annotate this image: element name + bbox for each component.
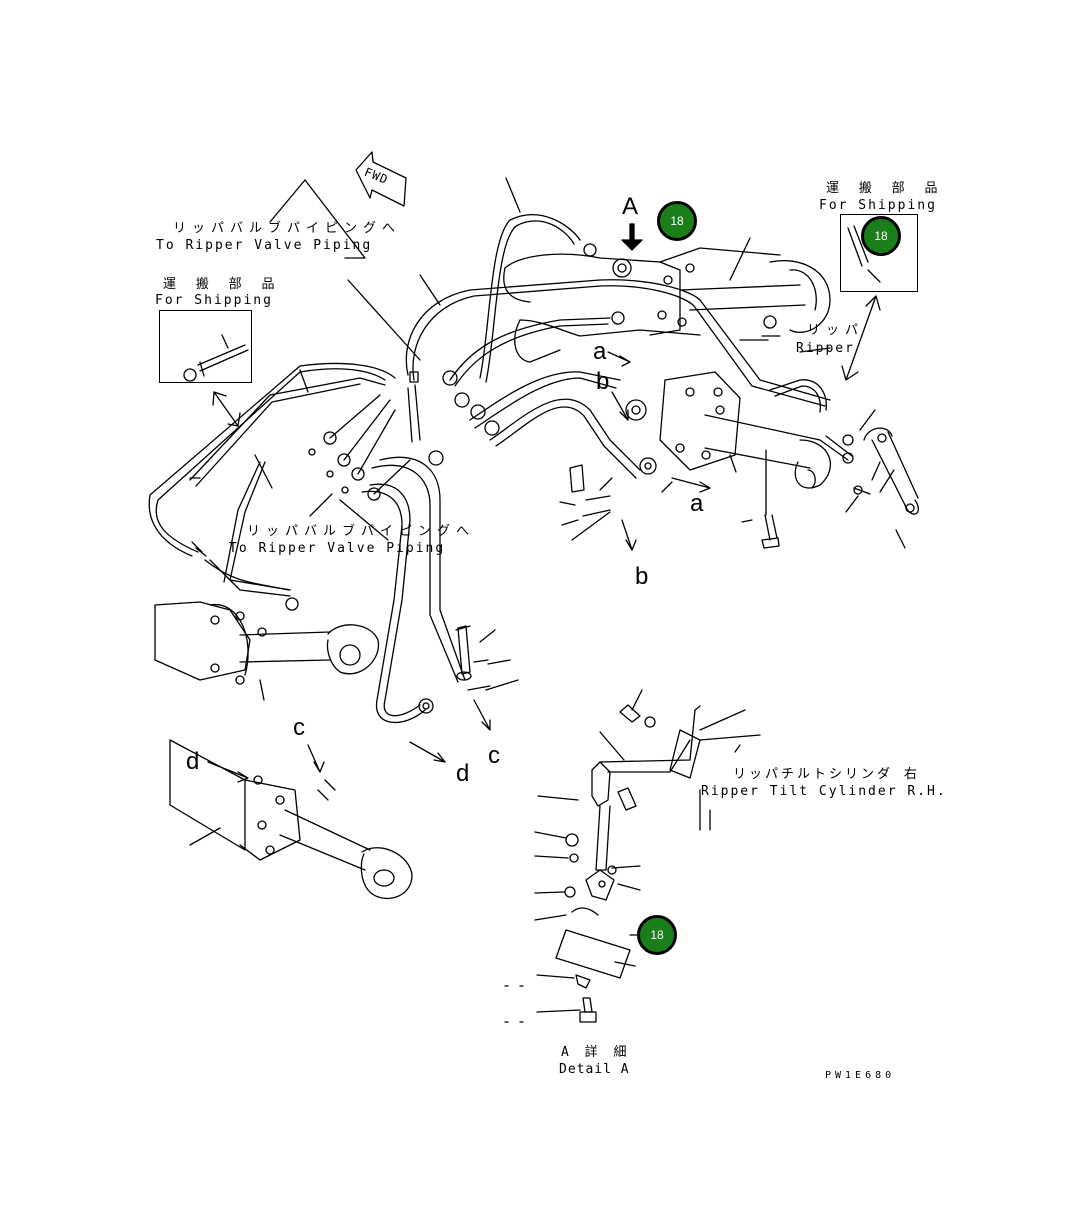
- tilt-cylinder: [863, 427, 919, 515]
- shipping-label-jp-right: 運 搬 部 品: [826, 181, 944, 196]
- fittings-cluster: [308, 394, 411, 501]
- callout-c-2: c: [293, 714, 305, 741]
- shipping-label-en-right: For Shipping: [819, 198, 937, 213]
- shipping-parts-right: [847, 225, 881, 283]
- callout-d-2: d: [186, 748, 200, 775]
- bolts-lower-center: [455, 625, 519, 691]
- double-arrow-right: [841, 295, 881, 381]
- double-arrow-left: [212, 391, 241, 427]
- callout-A: A: [622, 193, 639, 220]
- valve-piping-label-jp-1: リッパバルブパイピングへ: [173, 221, 402, 236]
- hose-center-vertical: [361, 456, 466, 723]
- callout-b-1: b: [596, 368, 610, 395]
- detail-a-label-jp: A 詳 細: [561, 1045, 631, 1060]
- valve-piping-label-en-2: To Ripper Valve Piping: [229, 541, 446, 556]
- tilt-cylinder-label-jp: リッパチルトシリンダ 右: [733, 767, 920, 782]
- ripper-label-en: Ripper: [796, 341, 855, 356]
- ripper-frame: [503, 247, 831, 363]
- left-cylinder-lower: [169, 739, 413, 899]
- valve-piping-label-en-1: To Ripper Valve Piping: [156, 238, 373, 253]
- hose-top: [405, 214, 831, 479]
- left-cylinder-upper: [154, 597, 380, 701]
- reference-code: PW1E680: [825, 1070, 896, 1081]
- fwd-arrow: [355, 151, 407, 207]
- leader-lines: [254, 177, 769, 541]
- shipping-box-left: [159, 310, 252, 383]
- callout-d-1: d: [456, 760, 470, 787]
- detail-a-bracket: [555, 704, 761, 1023]
- callout-arrows: [207, 223, 711, 783]
- ripper-label-jp: リッパ: [807, 323, 865, 338]
- detail-a-leaders: [504, 689, 643, 1023]
- hose-right: [769, 379, 871, 495]
- shipping-box-right: [840, 214, 918, 292]
- ripper-cylinder-right: [659, 371, 831, 489]
- hose-left-inner: [189, 377, 386, 591]
- detail-a-label-en: Detail A: [559, 1062, 630, 1077]
- shipping-label-jp-left: 運 搬 部 品: [163, 277, 281, 292]
- bolts-center: [569, 315, 781, 549]
- valve-piping-label-jp-2: リッパバルブパイピングへ: [247, 524, 476, 539]
- callout-c-1: c: [488, 742, 500, 769]
- marker-18-top[interactable]: 18: [657, 201, 697, 241]
- callout-b-2: b: [635, 563, 649, 590]
- shipping-label-en-left: For Shipping: [155, 293, 273, 308]
- callout-a-1: a: [593, 338, 607, 365]
- fittings-center: [428, 243, 657, 491]
- right-leaders: [559, 347, 906, 831]
- shipping-parts-left: [183, 334, 249, 382]
- callout-a-2: a: [690, 490, 704, 517]
- tilt-cylinder-label-en: Ripper Tilt Cylinder R.H.: [701, 784, 947, 799]
- marker-18-shipping[interactable]: 18: [861, 216, 901, 256]
- marker-18-detail[interactable]: 18: [637, 915, 677, 955]
